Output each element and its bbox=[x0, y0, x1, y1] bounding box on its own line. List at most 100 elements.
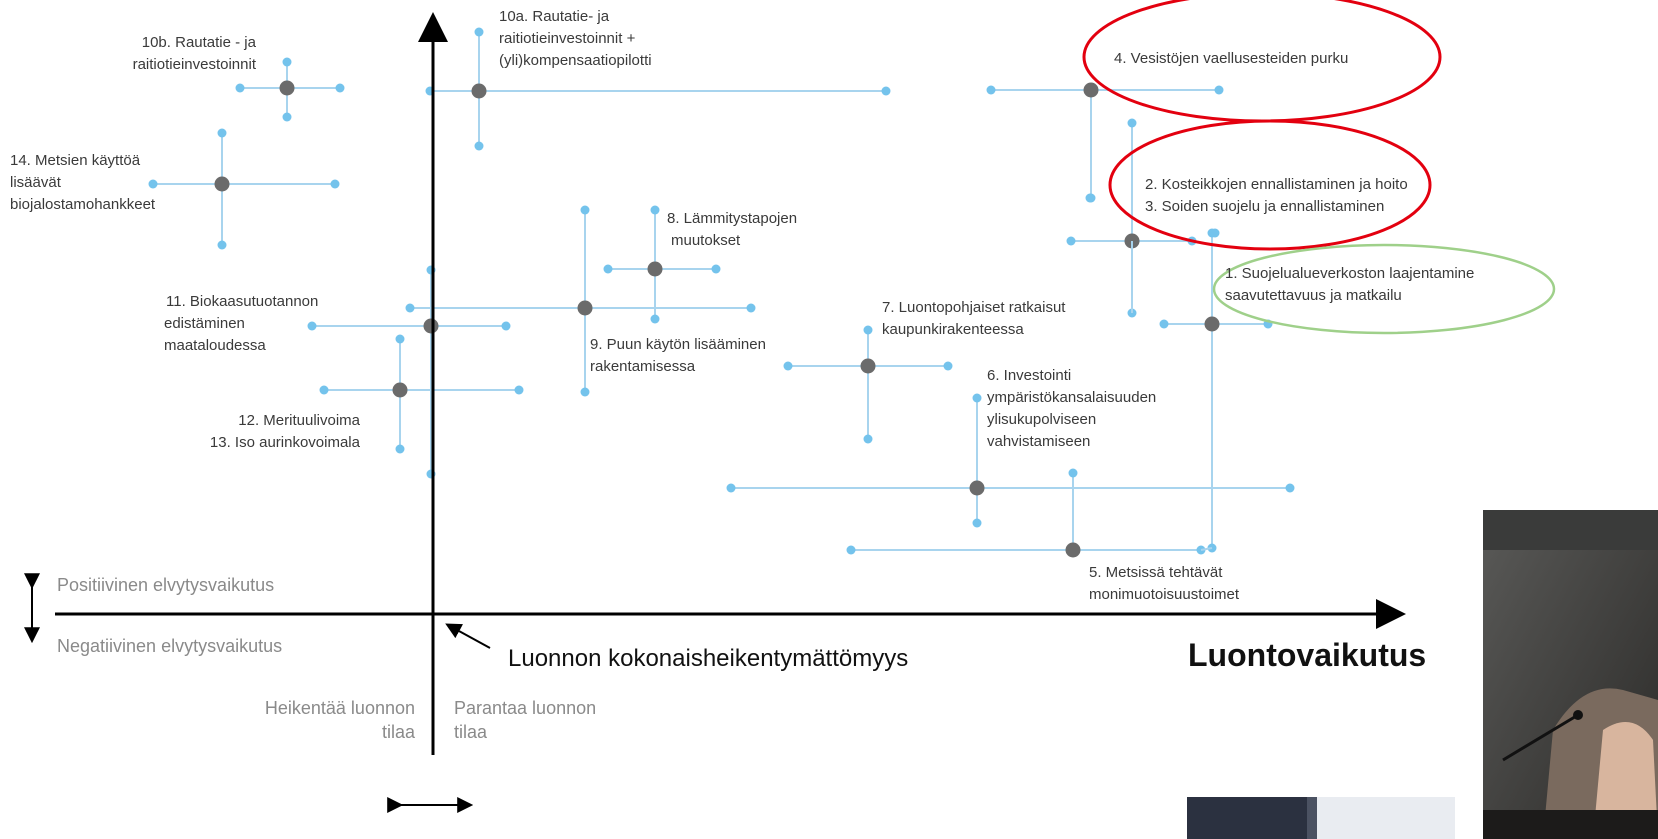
endpoint-right-4 bbox=[1214, 85, 1224, 95]
label-3-line: 3. Soiden suojelu ja ennallistaminen bbox=[1145, 198, 1385, 215]
endpoint-left-4 bbox=[986, 85, 996, 95]
label-2-3: 2. Kosteikkojen ennallistaminen ja hoito… bbox=[1145, 174, 1408, 218]
endpoint-left-6 bbox=[726, 483, 736, 493]
label-14-line2: lisäävät bbox=[10, 174, 61, 191]
endpoint-bottom-12-13 bbox=[395, 444, 405, 454]
endpoint-left-7 bbox=[783, 361, 793, 371]
improves-label: Parantaa luonnon tilaa bbox=[454, 696, 596, 744]
label-9-line1: 9. Puun käytön lisääminen bbox=[590, 336, 766, 353]
endpoint-extra-4 bbox=[1085, 193, 1095, 203]
label-7: 7. Luontopohjaiset ratkaisut kaupunkirak… bbox=[882, 297, 1065, 341]
connector-1-5 bbox=[1200, 547, 1213, 551]
endpoint-right-8 bbox=[711, 264, 721, 274]
improves-line1: Parantaa luonnon bbox=[454, 698, 597, 718]
label-5: 5. Metsissä tehtävät monimuotoisuustoime… bbox=[1089, 562, 1239, 606]
negative-effect-label: Negatiivinen elvytysvaikutus bbox=[57, 636, 283, 656]
endpoint-bottom-9 bbox=[580, 387, 590, 397]
endpoint-left-5 bbox=[846, 545, 856, 555]
label-11-line2: edistäminen bbox=[164, 315, 245, 332]
endpoint-left-12-13 bbox=[319, 385, 329, 395]
label-9-line2: rakentamisessa bbox=[590, 358, 696, 375]
endpoint-left-1 bbox=[1159, 319, 1169, 329]
label-10b: 10b. Rautatie - ja raitiotieinvestoinnit bbox=[60, 32, 256, 76]
endpoint-left-9 bbox=[405, 303, 415, 313]
label-6-line1: 6. Investointi bbox=[987, 367, 1072, 384]
center-point-6 bbox=[969, 480, 985, 496]
endpoint-left-11 bbox=[307, 321, 317, 331]
label-10b-line2: raitiotieinvestoinnit bbox=[132, 56, 256, 73]
endpoint-right-7 bbox=[943, 361, 953, 371]
slide-photo bbox=[1187, 797, 1455, 839]
label-5-line1: 5. Metsissä tehtävät bbox=[1089, 564, 1223, 581]
label-9: 9. Puun käytön lisääminen rakentamisessa bbox=[590, 334, 766, 378]
label-10a-line1: 10a. Rautatie- ja bbox=[499, 8, 610, 25]
endpoint-top-8 bbox=[650, 205, 660, 215]
endpoint-bottom-6 bbox=[972, 518, 982, 528]
endpoint-left-14 bbox=[148, 179, 158, 189]
center-point-1 bbox=[1204, 316, 1220, 332]
positive-effect-label: Positiivinen elvytysvaikutus bbox=[57, 575, 275, 595]
label-6-line2: ympäristökansalaisuuden bbox=[987, 389, 1157, 406]
center-point-4 bbox=[1083, 82, 1099, 98]
endpoint-bottom-14 bbox=[217, 240, 227, 250]
label-2-line: 2. Kosteikkojen ennallistaminen ja hoito bbox=[1145, 176, 1408, 193]
center-point-9 bbox=[577, 300, 593, 316]
weakens-label: Heikentää luonnon tilaa bbox=[200, 696, 415, 744]
endpoint-top-12-13 bbox=[395, 334, 405, 344]
label-12-13: 12. Merituulivoima 13. Iso aurinkovoimal… bbox=[150, 410, 360, 454]
highlight-ellipse-green-1 bbox=[1212, 243, 1556, 335]
label-1-line2: saavutettavuus ja matkailu bbox=[1225, 287, 1402, 304]
endpoint-left-2-3 bbox=[1066, 236, 1076, 246]
endpoint-right-10b bbox=[335, 83, 345, 93]
label-7-line1: 7. Luontopohjaiset ratkaisut bbox=[882, 299, 1066, 316]
speaker-photo bbox=[1483, 510, 1658, 839]
label-14-line3: biojalostamohankkeet bbox=[10, 196, 156, 213]
label-7-line2: kaupunkirakenteessa bbox=[882, 321, 1024, 338]
center-point-10b bbox=[279, 80, 295, 96]
endpoint-extra-1 bbox=[1210, 228, 1220, 238]
endpoint-top-2-3 bbox=[1127, 118, 1137, 128]
label-6: 6. Investointi ympäristökansalaisuuden y… bbox=[987, 365, 1156, 453]
endpoint-top-6 bbox=[972, 393, 982, 403]
endpoint-bottom-10b bbox=[282, 112, 292, 122]
highlight-ellipse-red-2-3 bbox=[1108, 119, 1432, 251]
endpoint-top-10a bbox=[474, 27, 484, 37]
label-14: 14. Metsien käyttöä lisäävät biojalostam… bbox=[10, 150, 155, 216]
endpoint-left-10b bbox=[235, 83, 245, 93]
endpoint-top-9 bbox=[580, 205, 590, 215]
label-4: 4. Vesistöjen vaellusesteiden purku bbox=[1114, 48, 1348, 70]
weakens-line1: Heikentää luonnon bbox=[264, 698, 415, 718]
endpoint-right-11 bbox=[501, 321, 511, 331]
improves-line2: tilaa bbox=[454, 722, 488, 742]
label-10a: 10a. Rautatie- ja raitiotieinvestoinnit … bbox=[499, 6, 652, 72]
center-point-14 bbox=[214, 176, 230, 192]
center-point-10a bbox=[471, 83, 487, 99]
center-point-7 bbox=[860, 358, 876, 374]
center-point-11 bbox=[423, 318, 439, 334]
label-14-line1: 14. Metsien käyttöä bbox=[10, 152, 141, 169]
endpoint-right-10a bbox=[881, 86, 891, 96]
neutral-point-label: Luonnon kokonaisheikentymättömyys bbox=[508, 645, 909, 672]
endpoint-top-7 bbox=[863, 325, 873, 335]
endpoint-right-14 bbox=[330, 179, 340, 189]
endpoint-left-8 bbox=[603, 264, 613, 274]
pointer-arrow bbox=[445, 623, 491, 649]
label-8: 8. Lämmitystapojen muutokset bbox=[667, 208, 797, 252]
endpoint-bottom-8 bbox=[650, 314, 660, 324]
label-8-line2: muutokset bbox=[671, 232, 741, 249]
endpoint-bottom-7 bbox=[863, 434, 873, 444]
endpoint-right-9 bbox=[746, 303, 756, 313]
label-11: 11. Biokaasutuotannon edistäminen maatal… bbox=[100, 291, 318, 357]
label-5-line2: monimuotoisuustoimet bbox=[1089, 586, 1240, 603]
center-point-8 bbox=[647, 261, 663, 277]
endpoint-right-6 bbox=[1285, 483, 1295, 493]
endpoint-bottom-10a bbox=[474, 141, 484, 151]
weakens-line2: tilaa bbox=[381, 722, 415, 742]
center-point-12-13 bbox=[392, 382, 408, 398]
label-11-line3: maataloudessa bbox=[164, 337, 266, 354]
label-13-line: 13. Iso aurinkovoimala bbox=[209, 434, 360, 451]
x-axis-title: Luontovaikutus bbox=[1188, 637, 1427, 673]
label-1-line1: 1. Suojelualueverkoston laajentamine bbox=[1225, 265, 1475, 282]
label-10a-line2: raitiotieinvestoinnit + bbox=[499, 30, 636, 47]
label-6-line4: vahvistamiseen bbox=[987, 433, 1091, 450]
